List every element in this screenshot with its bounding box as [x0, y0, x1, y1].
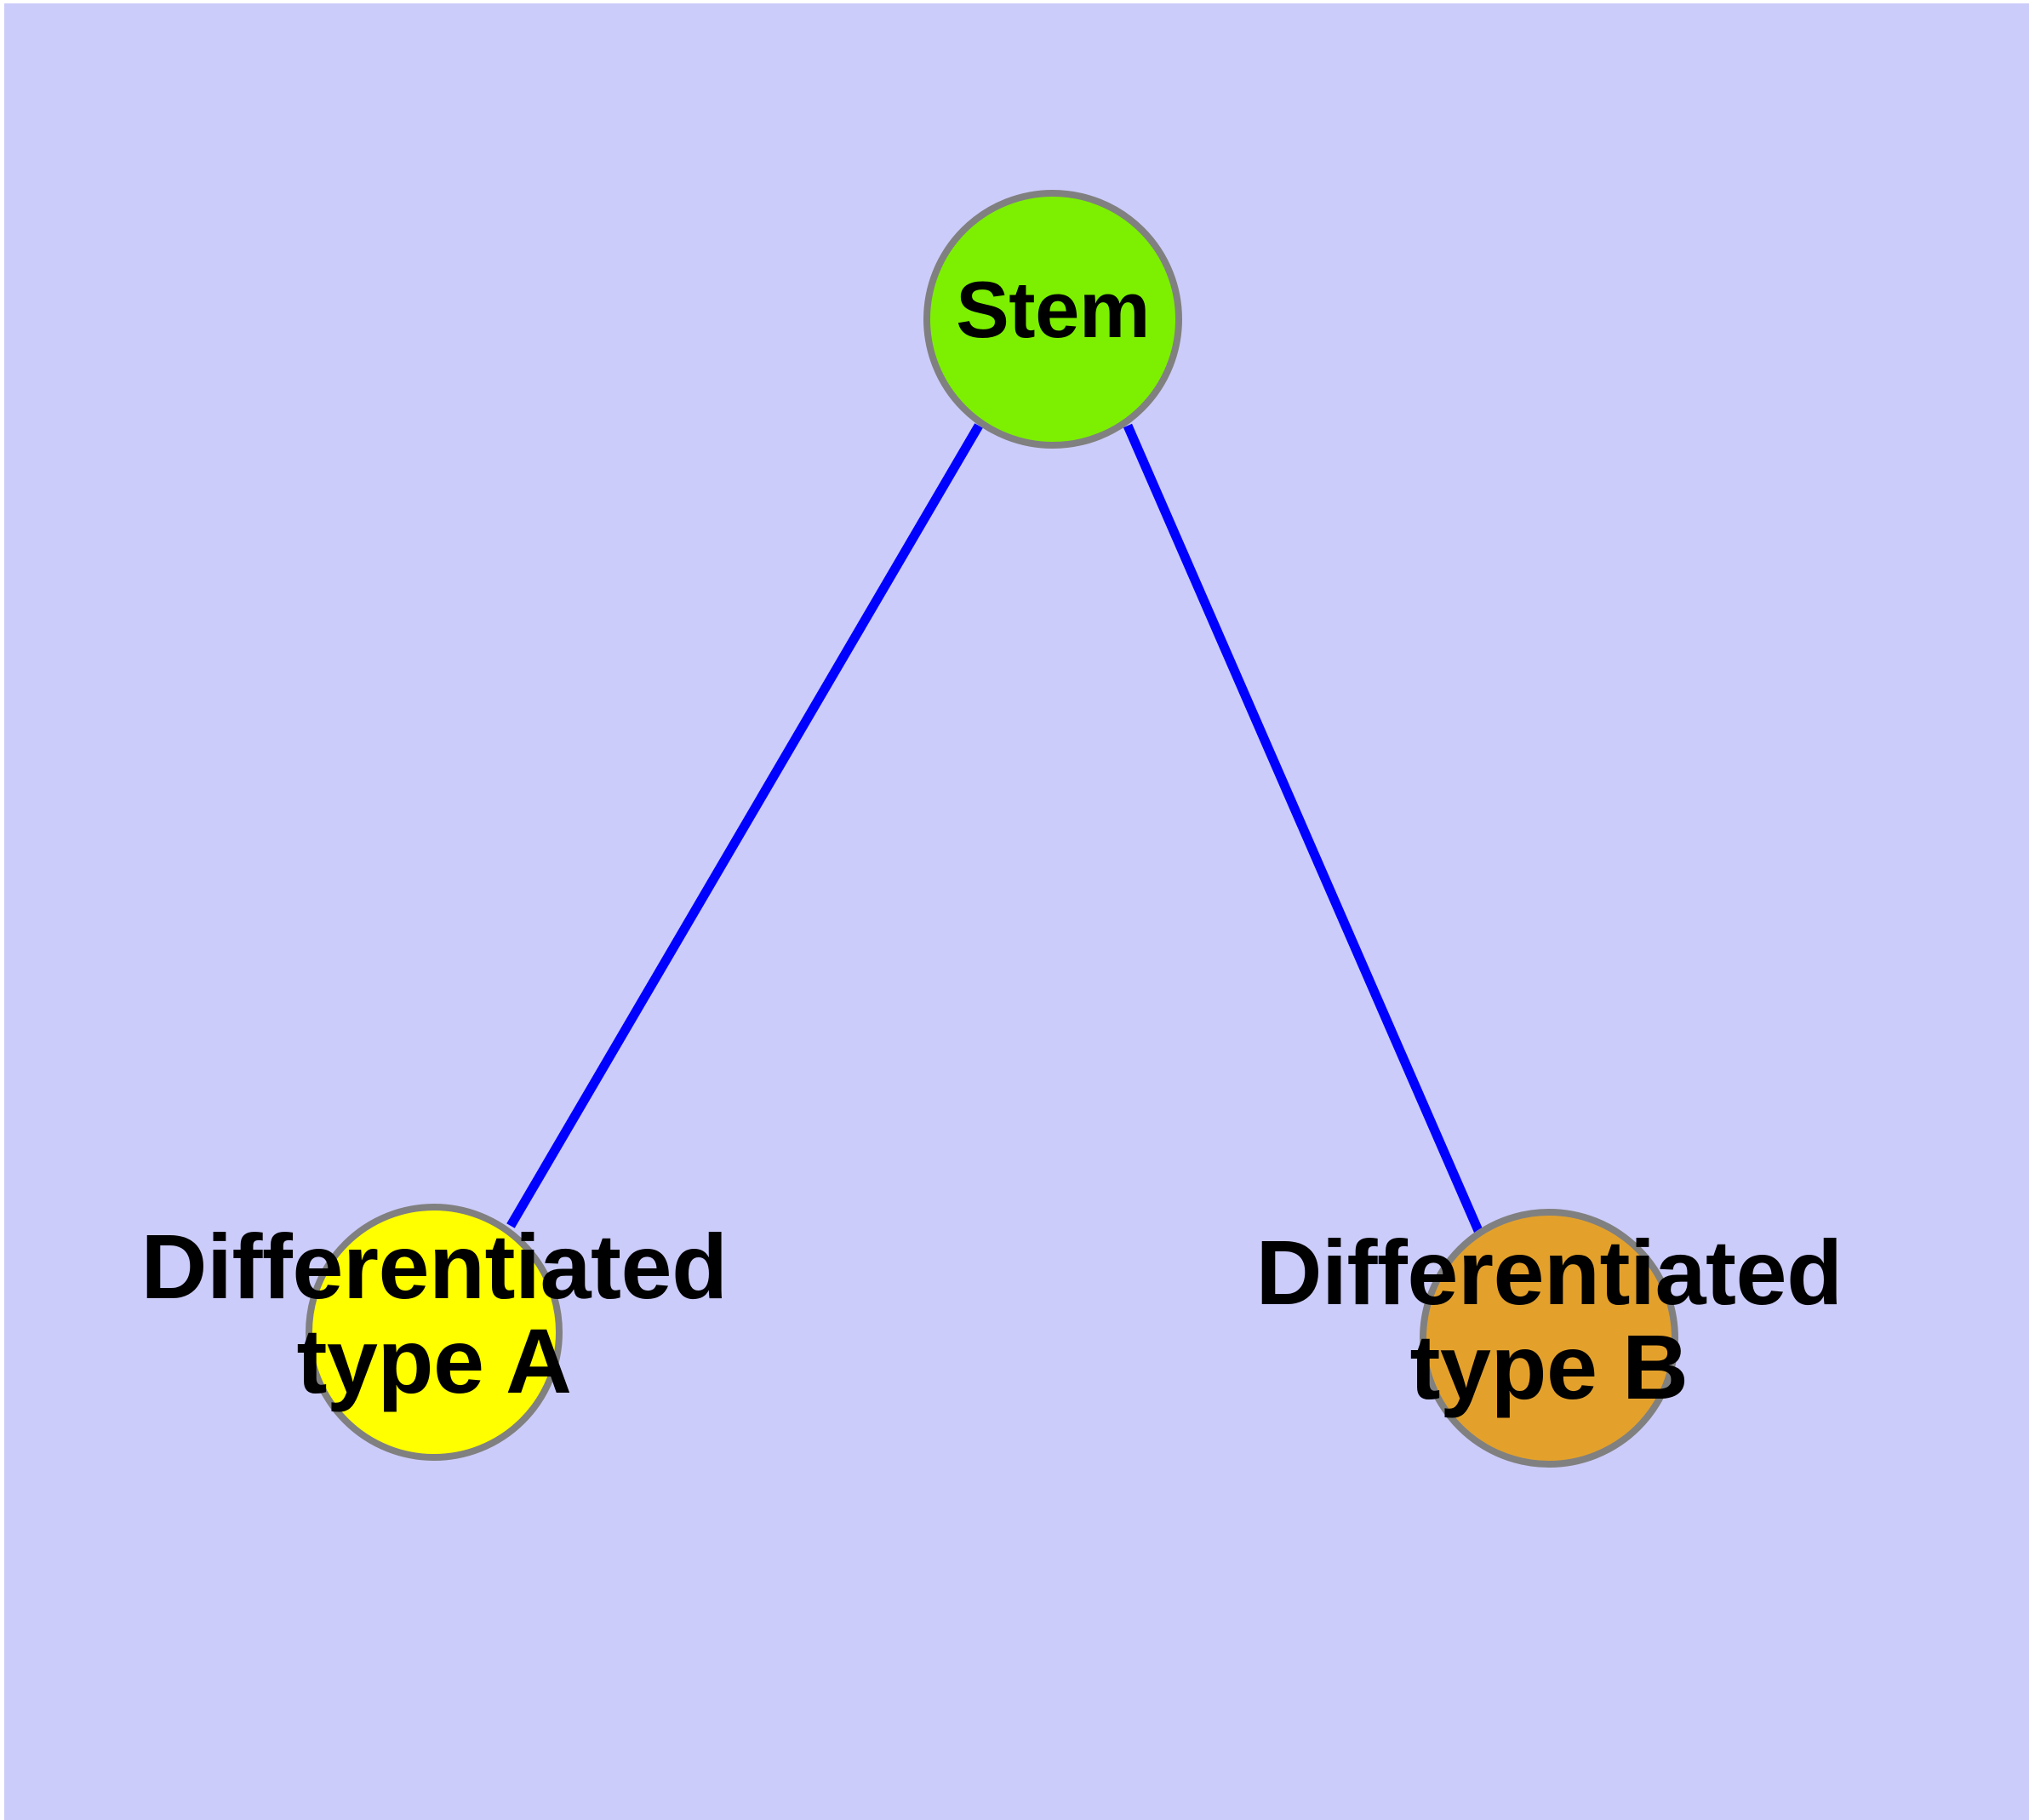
node-stem-circle[interactable] — [923, 190, 1182, 449]
edge-layer — [506, 423, 1484, 1235]
node-type-b-circle[interactable] — [1420, 1209, 1678, 1468]
edge-stem-to-type-b[interactable] — [1123, 423, 1484, 1235]
node-layer — [306, 190, 1678, 1468]
edge-stem-to-type-a[interactable] — [506, 423, 983, 1228]
node-type-a-circle[interactable] — [306, 1204, 563, 1461]
